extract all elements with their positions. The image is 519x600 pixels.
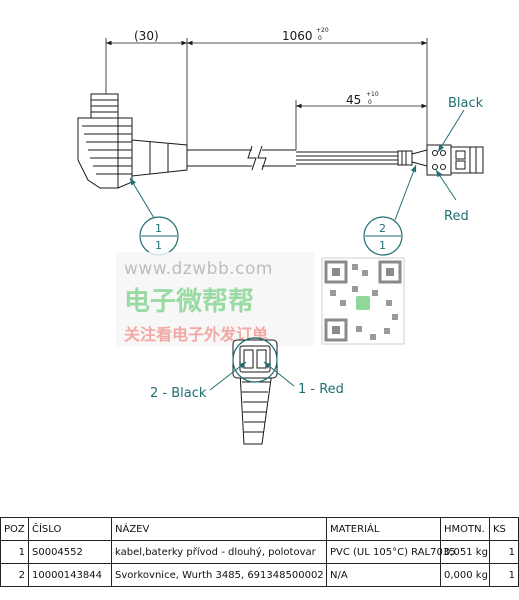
bom-header-poz: POZ — [0, 517, 29, 541]
dimension-strip-tol-lower: 0 — [368, 99, 372, 106]
bill-of-materials: POZ ČÍSLO NÁZEV MATERIÁL HMOTN. KS 1 S00… — [0, 517, 519, 587]
bom-header-material: MATERIÁL — [326, 517, 441, 541]
bom-cell-poz: 1 — [0, 540, 29, 564]
bom-header-ks: KS — [489, 517, 519, 541]
dimension-length: 1060 — [282, 29, 313, 43]
qr-code-image — [321, 257, 405, 345]
stripped-wires — [296, 149, 428, 167]
terminal-block — [426, 144, 484, 176]
connector-end-view — [232, 339, 278, 445]
bom-cell-nazev: Svorkovnice, Wurth 3485, 691348500002 — [111, 563, 327, 587]
label-red: Red — [444, 209, 469, 224]
bom-cell-material: PVC (UL 105°C) RAL7035 — [326, 540, 456, 564]
dimension-strip-tol-upper: +10 — [366, 91, 379, 98]
bom-header-row: POZ ČÍSLO NÁZEV MATERIÁL HMOTN. KS — [0, 517, 519, 541]
bom-header-hmotn: HMOTN. — [440, 517, 490, 541]
bom-cell-material: N/A — [326, 563, 441, 587]
table-row: 1 S0004552 kabel,baterky přívod - dlouhý… — [0, 540, 519, 564]
bom-cell-ks: 1 — [489, 540, 519, 564]
bom-cell-hmotn: 0,000 kg — [440, 563, 490, 587]
watermark-url: www.dzwbb.com — [124, 259, 273, 279]
technical-drawing: (30) 1060 +20 0 45 +10 0 — [77, 27, 484, 445]
bom-cell-cislo: S0004552 — [28, 540, 112, 564]
label-black: Black — [448, 96, 484, 111]
watermark: www.dzwbb.com 电子微帮帮 关注看电子外发订单 — [116, 252, 405, 346]
detail-circle — [232, 337, 278, 383]
bom-header-nazev: NÁZEV — [111, 517, 327, 541]
dimension-length-tol-upper: +20 — [316, 27, 329, 34]
end-view-leaders — [209, 361, 295, 391]
dimension-length-tol-lower: 0 — [318, 35, 322, 42]
bom-cell-cislo: 10000143844 — [28, 563, 112, 587]
label-end-red: 1 - Red — [298, 382, 344, 397]
balloon-2-top: 2 — [379, 222, 386, 235]
balloon-1-top: 1 — [155, 222, 162, 235]
watermark-line2: 关注看电子外发订单 — [124, 325, 268, 344]
dimension-offset: (30) — [134, 29, 159, 43]
balloon-1: 1 1 — [129, 177, 179, 256]
bom-cell-ks: 1 — [489, 563, 519, 587]
angled-connector — [77, 93, 188, 189]
bom-cell-poz: 2 — [0, 563, 29, 587]
table-row: 2 10000143844 Svorkovnice, Wurth 3485, 6… — [0, 563, 519, 587]
balloon-2: 2 1 — [363, 164, 417, 256]
dimension-group — [105, 38, 428, 155]
label-end-black: 2 - Black — [150, 386, 207, 401]
balloon-2-bottom: 1 — [379, 239, 386, 252]
dimension-strip: 45 — [346, 93, 361, 107]
balloon-1-bottom: 1 — [155, 239, 162, 252]
wire-leaders — [435, 109, 465, 201]
cable-body — [187, 145, 296, 171]
bom-header-cislo: ČÍSLO — [28, 517, 112, 541]
watermark-line1: 电子微帮帮 — [124, 286, 254, 317]
bom-cell-hmotn: 0,051 kg — [440, 540, 490, 564]
bom-cell-nazev: kabel,baterky přívod - dlouhý, polotovar — [111, 540, 327, 564]
